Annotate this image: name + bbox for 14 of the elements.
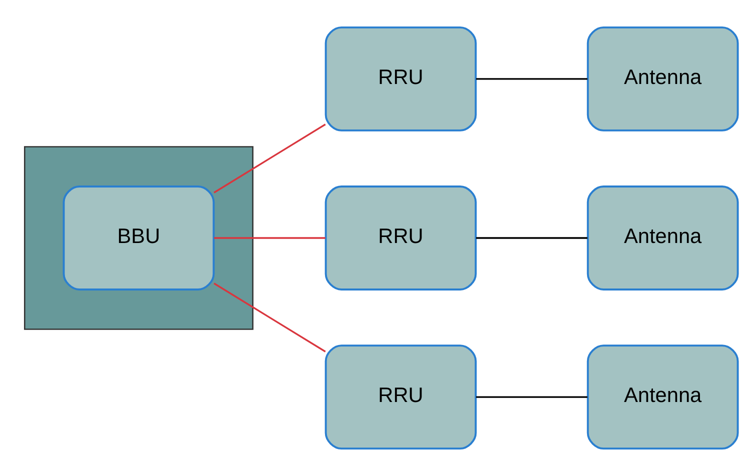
connector bbox=[476, 78, 587, 80]
node-box: RRU bbox=[324, 26, 476, 131]
connector bbox=[213, 123, 326, 193]
node-box: BBU bbox=[62, 185, 214, 290]
node-box: Antenna bbox=[586, 344, 738, 450]
node-box: RRU bbox=[324, 185, 476, 290]
node-box: Antenna bbox=[586, 26, 738, 131]
cluster bbox=[24, 146, 253, 330]
connector bbox=[476, 396, 587, 398]
node-box: RRU bbox=[324, 344, 476, 450]
connector bbox=[476, 236, 587, 238]
node-box: Antenna bbox=[586, 185, 738, 290]
connector bbox=[214, 236, 325, 238]
connector bbox=[213, 282, 326, 352]
